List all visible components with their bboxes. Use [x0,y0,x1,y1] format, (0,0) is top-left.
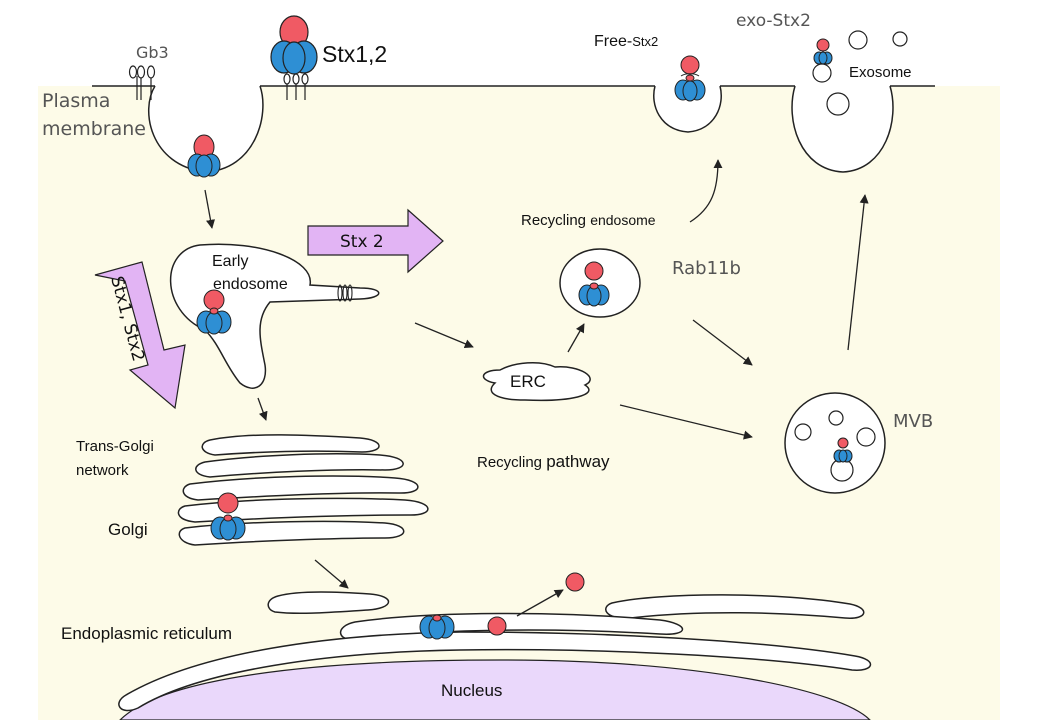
recycling-pathway-label: Recycling pathway [477,452,610,471]
arrow-early-endosome-to-golgi [257,397,268,421]
recycling-pathway-label-a: Recycling [477,454,542,471]
intraluminal-vesicle [828,410,844,426]
arrow-recycling-endosome-to-membrane [689,159,723,223]
mvb-label: MVB [893,411,933,432]
gb3-label: Gb3 [136,43,169,62]
arrow-er-to-cytosol [516,589,564,617]
recycling-endosome-label: Recycling endosome [521,212,656,229]
arrow-erc-to-mvb [619,404,753,440]
early-endosome-label-line1: Early [212,253,248,270]
stx12-label: Stx1,2 [322,41,387,67]
nucleus-label: Nucleus [441,681,502,700]
recycling-endosome-label-b: endosome [590,212,656,228]
erc-label: ERC [510,372,546,391]
exosome-vesicle [812,63,832,83]
stx-toxin-icon [674,55,706,102]
arrow-golgi-to-er [314,559,349,589]
arrow-mvb-to-exosome [847,194,869,351]
free-suffix: Stx2 [632,34,658,49]
erc-compartment [482,362,591,402]
plasma-membrane-label-line2: membrane [42,118,146,140]
intraluminal-vesicle [856,427,876,447]
recycling-endosome-label-a: Recycling [521,212,586,229]
stx-a-subunit [565,572,585,592]
stx2-arrow-label: Stx 2 [340,232,384,252]
exosome-label: Exosome [849,64,912,81]
stx-toxin-icon [187,134,221,178]
arrow-to-erc [414,322,474,349]
trans-golgi-label-line2: network [76,462,129,479]
stx-toxin-icon [419,614,455,640]
free-prefix: Free- [594,33,632,50]
exosome-vesicle [892,31,908,47]
er-label: Endoplasmic reticulum [61,624,232,643]
multivesicular-body [784,392,886,494]
free-stx2-vesicle [653,85,722,133]
tubule-rings [337,284,353,302]
exo-stx2-label: exo-Stx2 [736,11,811,31]
stx-toxin-icon [196,289,232,335]
stx2-block-arrow [307,208,444,274]
stx-a-subunit [487,616,507,636]
free-stx2-label: Free-Stx2 [594,33,658,50]
plasma-membrane-label-line1: Plasma [42,90,110,112]
stx-toxin-icon [270,15,318,75]
stx1-stx2-block-arrow [94,261,186,410]
rab11b-label: Rab11b [672,258,741,279]
early-endosome [169,243,380,389]
arrow-erc-to-recycling-endosome [567,323,585,353]
stx-toxin-icon [578,261,610,307]
intraluminal-vesicle [794,423,812,441]
gb3-receptors [283,73,309,100]
trans-golgi-label-line1: Trans-Golgi [76,438,154,455]
exosome-vesicle [848,30,868,50]
stx-toxin-icon [813,38,833,65]
early-endosome-label-line2: endosome [213,276,288,293]
recycling-pathway-label-b: pathway [546,452,610,471]
golgi-label: Golgi [108,520,148,539]
exosome-release-vesicle [791,85,894,173]
intraluminal-vesicle [826,92,850,116]
arrow-recycling-endosome-to-mvb [692,319,753,366]
gb3-receptors [128,65,156,100]
pathway-arrows [204,159,869,617]
recycling-endosome [559,248,641,318]
nucleus [119,659,871,720]
stx-toxin-icon [833,437,853,463]
stx-toxin-icon [210,492,246,541]
arrow-pm-to-early-endosome [204,189,215,229]
